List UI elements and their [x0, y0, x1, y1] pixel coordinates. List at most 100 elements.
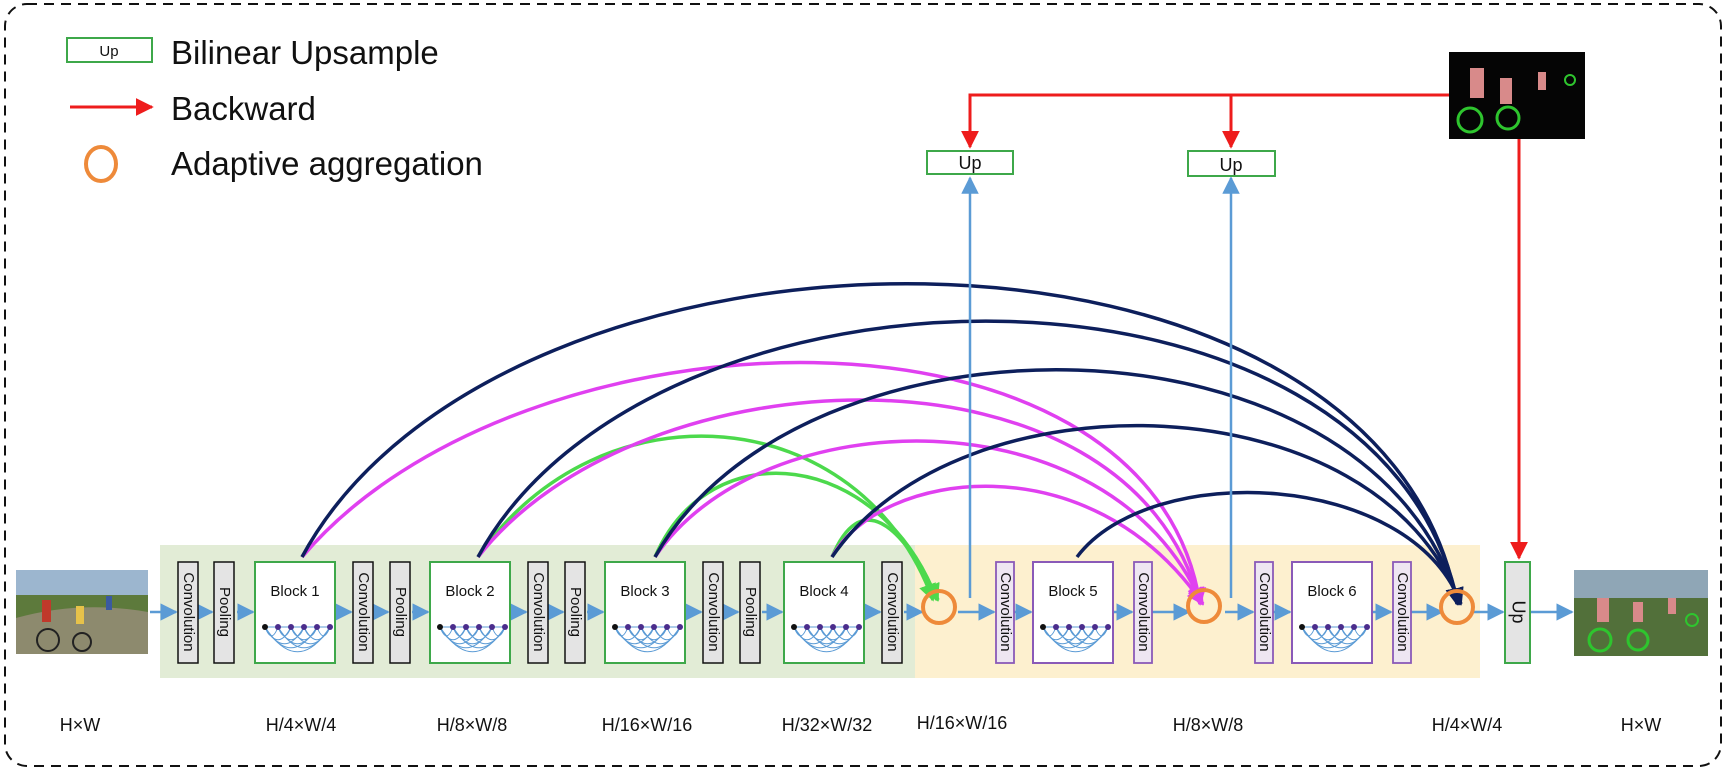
svg-text:Pooling: Pooling [216, 587, 233, 637]
skip-arc-navy [300, 282, 1463, 606]
dense-link [1340, 626, 1368, 641]
aggregation-circle-2 [1186, 588, 1222, 624]
dense-node [262, 624, 268, 630]
dim-label: H/4×W/4 [1432, 715, 1503, 735]
dim-label: H/8×W/8 [1173, 715, 1244, 735]
input-image [16, 570, 148, 654]
dense-node [476, 624, 482, 630]
dim-label: H×W [1621, 715, 1662, 735]
main-flow [150, 176, 1574, 621]
layer-pooling: Pooling [213, 561, 235, 664]
dense-link [478, 626, 506, 641]
dense-node [437, 624, 443, 630]
backward-paths [961, 93, 1528, 560]
layer-pooling: Pooling [389, 561, 411, 664]
block-4: Block 4 [783, 561, 865, 664]
svg-text:Convolution: Convolution [1256, 572, 1273, 651]
dense-link [832, 626, 860, 641]
dense-node [489, 624, 495, 630]
skip-arc-magenta [653, 439, 1204, 606]
dense-node [1040, 624, 1046, 630]
svg-text:Convolution: Convolution [180, 572, 197, 651]
dense-node [677, 624, 683, 630]
svg-text:Block 2: Block 2 [445, 583, 494, 600]
dense-node [664, 624, 670, 630]
dense-link [653, 626, 681, 641]
dense-node [1105, 624, 1111, 630]
dim-label: H/4×W/4 [266, 715, 337, 735]
aggregation-circle-3 [1439, 589, 1475, 625]
legend-aggregation-label: Adaptive aggregation [171, 145, 483, 182]
svg-text:Convolution: Convolution [1394, 572, 1411, 651]
dense-node [327, 624, 333, 630]
svg-text:Pooling: Pooling [742, 587, 759, 637]
dense-node [275, 624, 281, 630]
block-6: Block 6 [1291, 561, 1373, 664]
svg-text:Convolution: Convolution [355, 572, 372, 651]
output-image [1574, 570, 1708, 656]
dense-node [1066, 624, 1072, 630]
legend-up-box-label: Up [99, 43, 118, 60]
up-box-side-2-label: Up [1219, 155, 1242, 175]
layer-convolution: Convolution [352, 561, 374, 664]
layer-convolution: Convolution [1133, 561, 1153, 664]
dense-node [1053, 624, 1059, 630]
block-5: Block 5 [1032, 561, 1114, 664]
legend-backward-label: Backward [171, 90, 316, 127]
skip-arc-navy [830, 423, 1463, 606]
dense-node [1299, 624, 1305, 630]
block-2: Block 2 [429, 561, 511, 664]
legend-upsample-label: Bilinear Upsample [171, 34, 439, 71]
svg-text:Block 5: Block 5 [1048, 583, 1097, 600]
up-box-final-label: Up [1508, 600, 1528, 623]
layer-convolution: Convolution [881, 561, 903, 664]
skip-arc-green [830, 518, 940, 602]
svg-text:Pooling: Pooling [392, 587, 409, 637]
dense-node [1092, 624, 1098, 630]
dense-node [314, 624, 320, 630]
dense-node [856, 624, 862, 630]
dense-node [1312, 624, 1318, 630]
up-box-side-2: Up [1187, 150, 1276, 177]
layer-convolution: Convolution [527, 561, 549, 664]
aggregation-circle-1 [921, 589, 957, 625]
skip-arc-navy [653, 368, 1463, 606]
layer-convolution: Convolution [702, 561, 724, 664]
svg-text:Convolution: Convolution [884, 572, 901, 651]
dim-label: H/16×W/16 [917, 713, 1008, 733]
legend-aggregation-icon [84, 145, 118, 183]
dense-node [301, 624, 307, 630]
skip-arc-magenta [476, 398, 1205, 606]
skip-connections [300, 282, 1464, 606]
svg-text:Convolution: Convolution [1135, 572, 1152, 651]
dense-node [651, 624, 657, 630]
dense-node [1364, 624, 1370, 630]
dense-node [450, 624, 456, 630]
dense-node [791, 624, 797, 630]
svg-text:Block 4: Block 4 [799, 583, 848, 600]
layer-convolution: Convolution [1392, 561, 1412, 664]
dense-node [463, 624, 469, 630]
dense-node [1338, 624, 1344, 630]
dim-label: H/16×W/16 [602, 715, 693, 735]
dense-node [1351, 624, 1357, 630]
dense-node [830, 624, 836, 630]
dim-label: H×W [60, 715, 101, 735]
block-3: Block 3 [604, 561, 686, 664]
dense-node [817, 624, 823, 630]
dense-node [288, 624, 294, 630]
layer-convolution: Convolution [995, 561, 1015, 664]
layer-pooling: Pooling [564, 561, 586, 664]
up-box-final: Up [1504, 561, 1531, 664]
up-box-side-1-label: Up [958, 153, 981, 173]
dense-node [1325, 624, 1331, 630]
svg-text:Convolution: Convolution [530, 572, 547, 651]
resolution-labels: H×W H/4×W/4 H/8×W/8 H/16×W/16 H/32×W/32 … [60, 713, 1662, 735]
skip-arc-navy [1075, 490, 1464, 606]
svg-text:Block 3: Block 3 [620, 583, 669, 600]
outer-frame [4, 3, 1722, 767]
layer-pooling: Pooling [739, 561, 761, 664]
svg-text:Pooling: Pooling [567, 587, 584, 637]
dense-node [1079, 624, 1085, 630]
layer-convolution: Convolution [177, 561, 199, 664]
